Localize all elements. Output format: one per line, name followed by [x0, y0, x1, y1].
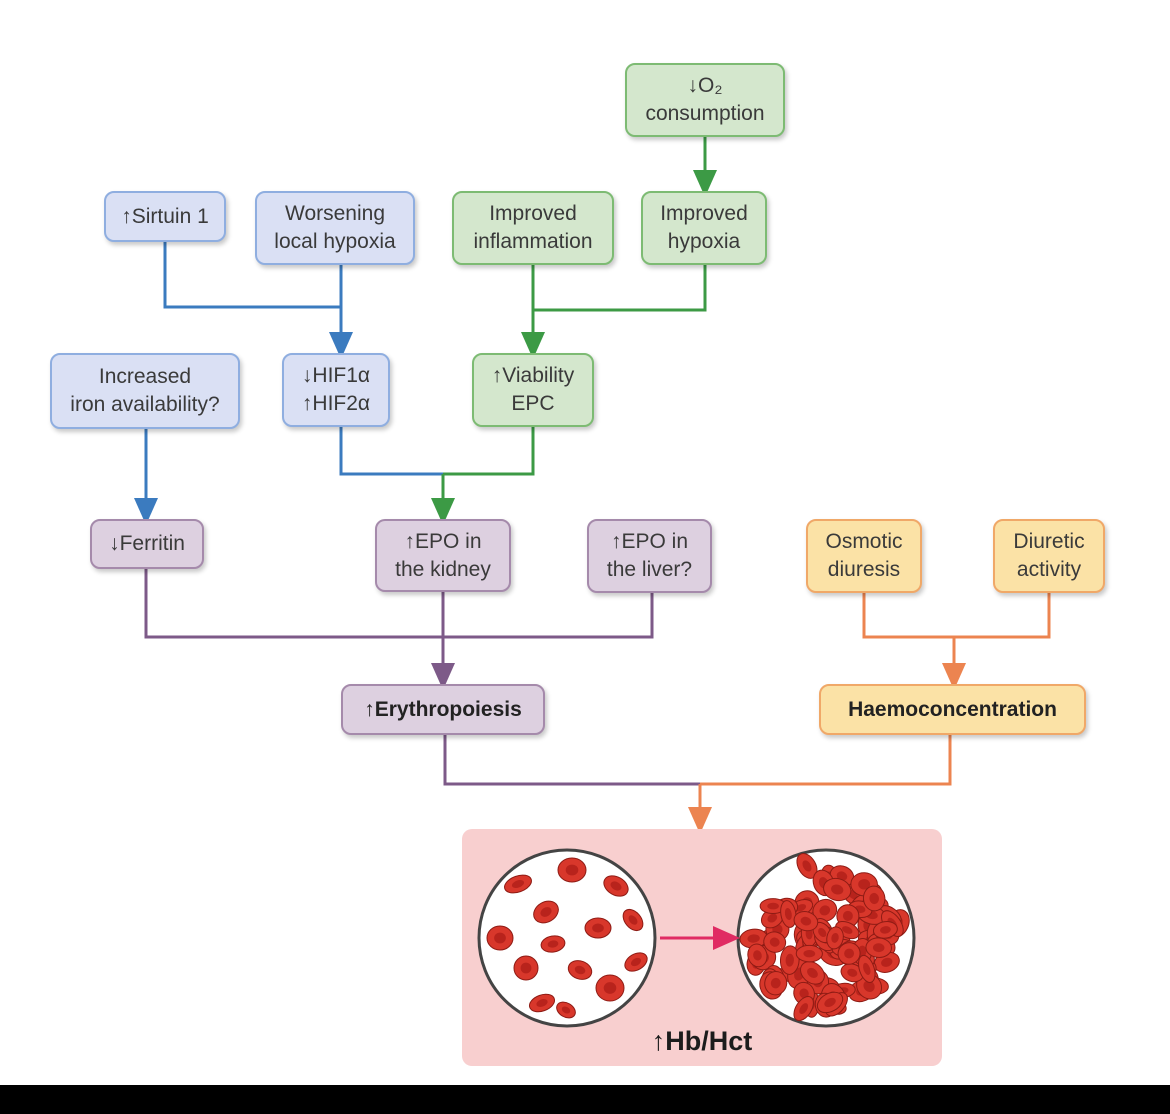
- node-hif-label: ↓HIF1α ↑HIF2α: [301, 364, 371, 415]
- node-improved-hypoxia-label: Improved hypoxia: [660, 202, 748, 253]
- node-osmotic-diuresis-label: Osmotic diuresis: [825, 530, 903, 581]
- node-viability-epc-label: ↑Viability EPC: [491, 364, 575, 415]
- red-blood-cell: [793, 996, 814, 1022]
- red-blood-cell: [816, 991, 844, 1014]
- node-epo-kidney: ↑EPO in the kidney: [375, 519, 511, 592]
- node-diuretic-activity-label: Diuretic activity: [1013, 530, 1085, 581]
- red-blood-cell: [603, 875, 629, 897]
- node-epo-kidney-label: ↑EPO in the kidney: [395, 529, 491, 581]
- node-o2-consumption: ↓O₂ consumption: [625, 63, 785, 137]
- red-blood-cell: [800, 961, 825, 985]
- hb-hct-label: ↑Hb/Hct: [651, 1026, 753, 1056]
- node-ferritin: ↓Ferritin: [90, 519, 204, 569]
- red-blood-cell: [540, 935, 566, 953]
- red-blood-cell: [759, 898, 787, 915]
- red-blood-cell: [763, 931, 787, 953]
- red-blood-cell: [764, 971, 788, 996]
- red-blood-cell: [865, 937, 892, 958]
- node-epo-liver-label: ↑EPO in the liver?: [606, 530, 693, 581]
- red-blood-cell: [826, 926, 844, 950]
- red-blood-cell: [567, 960, 593, 980]
- connector-hypoxia-to-epc: [533, 265, 707, 312]
- red-blood-cell: [858, 954, 876, 983]
- red-blood-cell: [584, 917, 612, 939]
- connector-hif-to-epo: [339, 427, 443, 476]
- connector-ferritin-to-erythro: [144, 569, 654, 639]
- red-blood-cell: [795, 944, 823, 963]
- red-blood-cell: [595, 974, 625, 1002]
- connector-diuresis-to-haemo: [862, 593, 1051, 639]
- node-o2-label: ↓O₂ consumption: [645, 74, 765, 125]
- node-improved-inflammation-label: Improved inflammation: [473, 202, 593, 253]
- node-diuretic-activity: Diuretic activity: [993, 519, 1105, 593]
- node-worsening-hypoxia: Worsening local hypoxia: [255, 191, 415, 265]
- node-epo-liver: ↑EPO in the liver?: [587, 519, 712, 593]
- red-blood-cell: [873, 921, 898, 939]
- red-blood-cell: [556, 1001, 576, 1019]
- node-worsening-hypoxia-label: Worsening local hypoxia: [274, 202, 396, 253]
- red-blood-cell: [840, 963, 864, 983]
- node-improved-hypoxia: Improved hypoxia: [641, 191, 767, 265]
- red-blood-cell: [624, 952, 648, 972]
- node-improved-inflammation: Improved inflammation: [452, 191, 614, 265]
- node-iron-availability: Increased iron availability?: [50, 353, 240, 429]
- red-blood-cell: [747, 943, 768, 968]
- bottom-black-bar: [0, 1085, 1170, 1114]
- red-blood-cell: [622, 908, 644, 932]
- red-blood-cell: [513, 955, 539, 981]
- node-erythropoiesis: ↑Erythropoiesis: [341, 684, 545, 735]
- red-blood-cell: [557, 857, 587, 883]
- red-blood-cell: [780, 900, 797, 928]
- sparse-cells: [486, 857, 648, 1019]
- node-osmotic-diuresis: Osmotic diuresis: [806, 519, 922, 593]
- red-blood-cell: [528, 993, 556, 1013]
- red-blood-cell: [793, 911, 819, 932]
- connector-sirtuin-to-hif: [163, 242, 341, 309]
- node-erythropoiesis-label: ↑Erythropoiesis: [364, 697, 522, 721]
- node-viability-epc: ↑Viability EPC: [472, 353, 594, 427]
- red-blood-cell: [486, 925, 514, 951]
- connector-erythro-to-hb: [443, 735, 700, 786]
- red-blood-cell: [862, 885, 886, 912]
- node-sirtuin-label: ↑Sirtuin 1: [121, 204, 209, 228]
- node-ferritin-label: ↓Ferritin: [109, 532, 185, 555]
- node-haemoconcentration: Haemoconcentration: [819, 684, 1086, 735]
- dense-cells: [739, 852, 910, 1022]
- red-blood-cell: [779, 945, 800, 975]
- red-blood-cell: [504, 874, 532, 894]
- red-blood-cell: [823, 877, 852, 902]
- node-hif: ↓HIF1α ↑HIF2α: [282, 353, 390, 427]
- red-blood-cell: [533, 900, 559, 924]
- node-haemoconcentration-label: Haemoconcentration: [848, 697, 1057, 721]
- node-sirtuin: ↑Sirtuin 1: [104, 191, 226, 242]
- node-iron-label: Increased iron availability?: [70, 365, 220, 416]
- red-blood-cell: [837, 942, 861, 965]
- connector-epc-to-epo: [443, 427, 535, 476]
- connector-haemo-to-hb: [700, 735, 952, 786]
